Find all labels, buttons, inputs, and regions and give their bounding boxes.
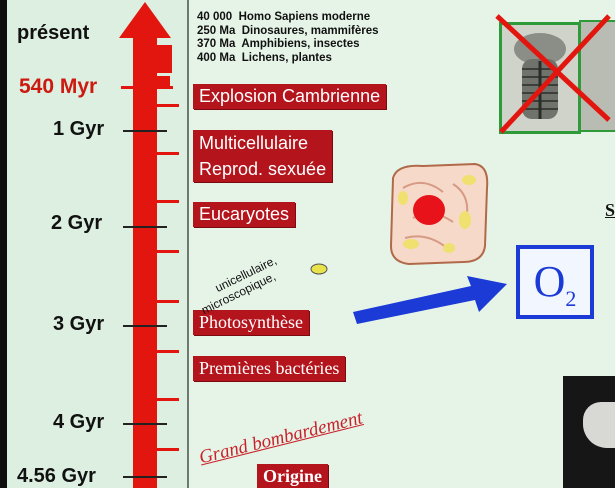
edge-cropped-text: S xyxy=(605,200,615,221)
photo-fragment xyxy=(563,376,615,488)
axis-tick-4gyr xyxy=(123,423,167,425)
time-axis-arrowhead xyxy=(119,2,171,38)
oxygen-symbol: O xyxy=(534,257,566,306)
axis-tick-2gyr xyxy=(123,226,167,228)
axis-minor-tick xyxy=(155,200,179,203)
axis-tick-3gyr xyxy=(123,325,167,327)
event-multicellular-line1: Multicellulaire xyxy=(199,130,326,156)
event-origin: Origine xyxy=(257,464,328,488)
event-multicellular-line2: Reprod. sexuée xyxy=(199,156,326,182)
axis-minor-tick xyxy=(155,448,179,451)
axis-minor-tick xyxy=(155,350,179,353)
cambrian-marker-block xyxy=(156,76,170,86)
axis-label-4gyr: 4 Gyr xyxy=(53,411,104,434)
recent-event: 250 Ma Dinosaures, mammifères xyxy=(197,25,379,37)
axis-label-1gyr: 1 Gyr xyxy=(53,118,104,141)
axis-minor-tick xyxy=(155,250,179,253)
event-first-bacteria: Premières bactéries xyxy=(193,356,345,381)
recent-event: 370 Ma Amphibiens, insectes xyxy=(197,38,360,50)
slide: présent 540 Myr 1 Gyr 2 Gyr 3 Gyr 4 Gyr … xyxy=(7,0,615,488)
time-axis-shaft xyxy=(133,30,157,488)
event-eukaryotes: Eucaryotes xyxy=(193,202,295,227)
oxygen-box: O2 xyxy=(516,245,594,319)
axis-label-present: présent xyxy=(17,22,89,45)
axis-minor-tick xyxy=(155,398,179,401)
photo-highlight xyxy=(583,402,615,448)
event-multicellular: Multicellulaire Reprod. sexuée xyxy=(193,130,332,182)
axis-minor-tick xyxy=(155,152,179,155)
axis-minor-tick xyxy=(155,300,179,303)
recent-event: 400 Ma Lichens, plantes xyxy=(197,52,332,64)
axis-tick-540myr xyxy=(121,86,173,89)
recent-event: 40 000 Homo Sapiens moderne xyxy=(197,11,370,23)
recent-marker-block xyxy=(156,45,172,73)
axis-tick-456gyr xyxy=(123,476,167,478)
axis-label-540myr: 540 Myr xyxy=(19,75,97,99)
oxygen-subscript: 2 xyxy=(565,286,576,311)
cross-out-icon xyxy=(491,10,615,134)
axis-label-456gyr: 4.56 Gyr xyxy=(17,465,96,488)
eukaryotic-cell-illustration xyxy=(383,158,495,270)
recent-events-list: 40 000 Homo Sapiens moderne 250 Ma Dinos… xyxy=(197,11,379,65)
oxygen-arrow xyxy=(351,272,511,326)
axis-tick-1gyr xyxy=(123,130,167,132)
event-cambrian-explosion: Explosion Cambrienne xyxy=(193,84,386,109)
small-cell-icon xyxy=(309,262,329,276)
axis-label-3gyr: 3 Gyr xyxy=(53,313,104,336)
axis-label-2gyr: 2 Gyr xyxy=(51,212,102,235)
panel-divider xyxy=(187,0,189,488)
axis-minor-tick xyxy=(155,104,179,107)
